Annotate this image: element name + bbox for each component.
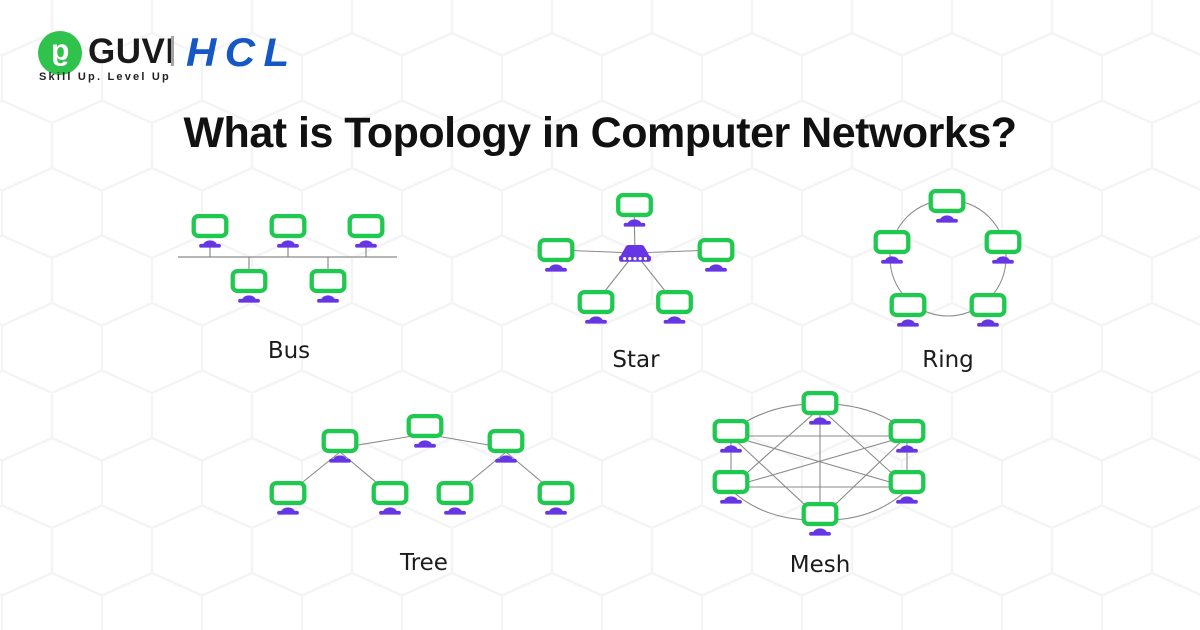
tree-topology-diagram — [272, 416, 573, 515]
computer-icon — [715, 421, 748, 453]
computer-icon — [987, 232, 1020, 264]
computer-icon — [490, 431, 523, 463]
hcl-logo-text: HCL — [186, 31, 298, 75]
guvi-logo-text: GUVI — [88, 32, 176, 71]
tree-topology-label: Tree — [400, 550, 448, 576]
ring-topology-label: Ring — [922, 347, 974, 373]
computer-icon — [618, 195, 651, 227]
computer-icon — [540, 240, 573, 272]
mesh-topology-label: Mesh — [789, 552, 851, 578]
computer-icon — [876, 232, 909, 264]
computer-icon — [324, 431, 357, 463]
computer-icon — [374, 483, 407, 515]
computer-icon — [658, 292, 691, 324]
computer-icon — [439, 483, 472, 515]
guvi-tagline: Skill Up. Level Up — [39, 71, 171, 83]
guvi-icon-letter: g — [50, 34, 70, 67]
computer-icon — [931, 191, 964, 223]
computer-icon — [272, 216, 305, 248]
bus-topology-diagram — [178, 216, 397, 303]
bus-topology-label: Bus — [267, 338, 311, 364]
star-topology-diagram — [540, 195, 733, 324]
page-title: What is Topology in Computer Networks? — [183, 109, 1017, 157]
computer-icon — [891, 421, 924, 453]
ring-topology-diagram — [876, 191, 1020, 327]
computer-icon — [804, 393, 837, 425]
computer-icon — [804, 504, 837, 536]
computer-icon — [194, 216, 227, 248]
mesh-topology-diagram — [715, 393, 924, 536]
computer-icon — [700, 240, 733, 272]
computer-icon — [350, 216, 383, 248]
star-topology-label: Star — [612, 347, 660, 373]
computer-icon — [580, 292, 613, 324]
computer-icon — [409, 416, 442, 448]
computer-icon — [540, 483, 573, 515]
guvi-logo-icon: g — [38, 31, 82, 75]
computer-icon — [233, 271, 266, 303]
connection-line — [730, 435, 908, 488]
logo-divider — [171, 36, 174, 66]
computer-icon — [892, 295, 925, 327]
hub-icon — [619, 245, 651, 262]
computer-icon — [272, 483, 305, 515]
computer-icon — [972, 295, 1005, 327]
computer-icon — [312, 271, 345, 303]
